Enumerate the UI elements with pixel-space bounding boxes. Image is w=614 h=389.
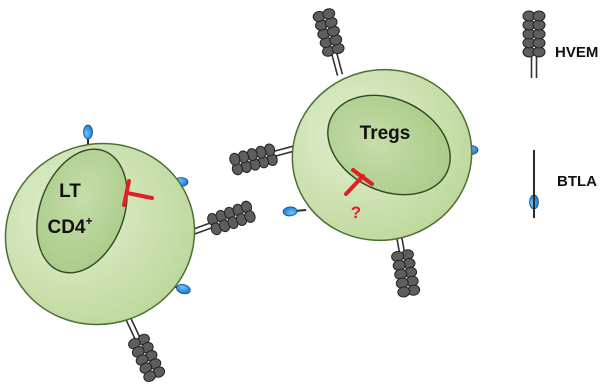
legend-btla-label: BTLA [557,173,597,190]
legend: HVEM BTLA [522,10,598,219]
hvem-receptor-icon [117,312,168,385]
btla-receptor-icon [281,204,308,218]
hvem-receptor-icon [185,198,258,245]
lt-cd4-cell: LT CD4+ [4,124,258,385]
legend-hvem-label: HVEM [555,44,598,61]
legend-hvem: HVEM [522,10,598,79]
treg-cell: Tregs ? [227,6,479,299]
hvem-receptor-icon [311,6,352,79]
lt-label: LT [59,181,81,202]
legend-btla: BTLA [528,150,597,219]
hvem-receptor-icon [227,136,300,177]
hvem-receptor-icon [522,10,546,79]
question-mark: ? [351,203,361,222]
lt-nucleus [36,148,128,274]
treg-nucleus [327,94,451,196]
inhibition-mark-lt [122,179,154,207]
inhibition-mark-treg [344,168,374,196]
tregs-label: Tregs [360,123,411,144]
cd4-label: CD4+ [47,214,92,238]
